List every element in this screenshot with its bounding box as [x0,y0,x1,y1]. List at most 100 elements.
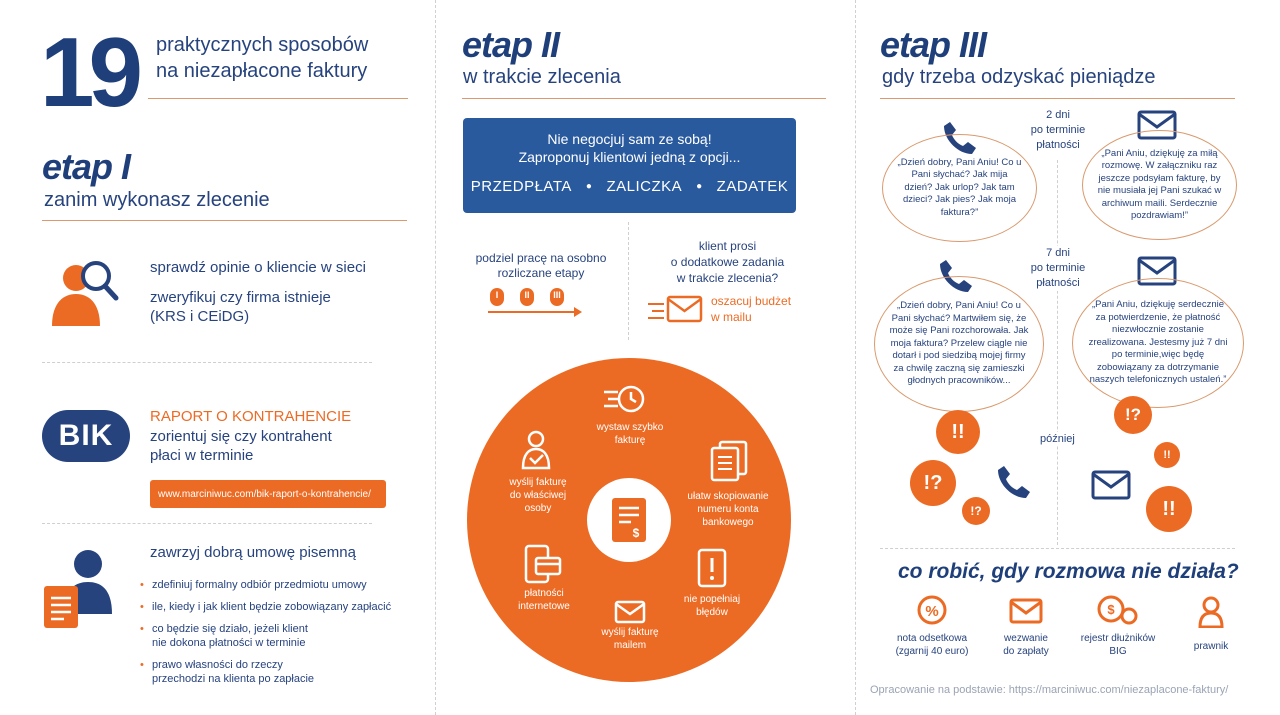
mail-bubble-1: „Pani Aniu, dziękuję za miłą rozmowę. W … [1082,130,1237,240]
time-2-days: 2 dni po terminie płatności [1018,108,1098,153]
divider [148,98,408,99]
person-check-icon [520,430,552,470]
option-advance: ZALICZKA [606,178,683,195]
tip-copy-account: ułatw skopiowanie numeru konta bankowego [687,491,769,528]
extra-tasks-line3: w trakcie zlecenia? [676,271,779,285]
contract-bullet: zdefiniuj formalny odbiór przedmiotu umo… [140,578,410,592]
person-search-icon [50,256,122,328]
tip-online-payments: płatności internetowe [518,588,570,612]
divider [880,98,1235,99]
extra-tasks-line1: klient prosi [698,239,757,253]
divider [628,222,629,340]
divider [1057,160,1058,545]
option-prepayment: PRZEDPŁATA [470,178,572,195]
header-title-line1: praktycznych sposobów [156,34,369,56]
bik-logo-text: BIK [58,419,114,452]
divider [42,362,372,363]
options-row: PRZEDPŁATA ● ZALICZKA ● ZADATEK [463,178,796,195]
call-bubble-2: „Dzień dobry, Pani Aniu! Co u Pani słych… [874,276,1044,412]
svg-text:$: $ [1107,602,1115,617]
negotiation-box: Nie negocjuj sam ze sobą! Zaproponuj kli… [463,118,796,213]
split-work-line2: rozliczane etapy [497,266,585,280]
divider [42,523,372,524]
mail-bubble-2: „Pani Aniu, dziękuję serdecznie za potwi… [1072,278,1244,408]
percent-icon: % [916,594,948,626]
contract-bullet: prawo własności do rzeczy przechodzi na … [140,658,410,686]
envelope-icon [1091,470,1131,500]
etap1-title: etap I [42,146,131,187]
header-title-line2: na niezapłacone faktury [156,60,368,82]
dot-separator: ● [696,181,703,192]
warning-badge: !! [1154,442,1180,468]
time-7-days: 7 dni po terminie płatności [1018,246,1098,291]
clock-fast-icon [602,384,646,414]
negotiation-line1: Nie negocjuj sam ze sobą! [547,131,712,147]
etap2-subtitle: w trakcie zlecenia [463,66,621,88]
center-invoice-disc: $ [587,478,671,562]
svg-text:$: $ [633,526,640,540]
warning-badge: !? [962,497,990,525]
later-label: później [1040,432,1075,446]
etap3-title: etap III [880,24,987,65]
tip-no-mistakes: nie popełniaj błędów [683,594,741,618]
report-line1: zorientuj się czy kontrahent [150,428,332,445]
big-number: 19 [40,17,143,127]
column-divider [435,0,436,715]
report-link-text: www.marciniwuc.com/bik-raport-o-kontrahe… [158,488,371,500]
split-work-line1: podziel pracę na osobno [475,251,607,265]
stages-timeline-icon [486,286,586,320]
dot-separator: ● [585,181,593,192]
etap2-title: etap II [462,24,560,65]
report-line2: płaci w terminie [150,447,254,464]
envelope-icon [614,600,646,624]
stage-label: I [495,290,499,300]
check-opinions: sprawdź opinie o kliencie w sieci [150,259,366,276]
warning-doc-icon [696,548,728,588]
tip-right-person: wyślij fakturę do właściwej osoby [509,477,567,514]
etap1-subtitle: zanim wykonasz zlecenie [44,189,270,211]
copy-docs-icon [710,440,748,482]
negotiation-line2: Zaproponuj klientowi jedną z opcji... [518,149,741,165]
verify-company-registries: (KRS i CEiDG) [150,308,250,325]
action-interest-note: nota odsetkowa (zgarnij 40 euro) [895,633,969,657]
warning-badge: !! [1146,486,1192,532]
divider [880,548,1235,549]
coins-icon: $ [1096,594,1140,626]
contract-bullets: zdefiniuj formalny odbiór przedmiotu umo… [140,578,410,694]
tip-email-invoice: wyślij fakturę mailem [601,627,659,651]
tip-fast-invoice: wystaw szybko fakturę [596,422,664,446]
fast-mail-icon [646,294,704,324]
etap3-subtitle: gdy trzeba odzyskać pieniądze [882,66,1156,88]
warning-badge: !! [936,410,980,454]
action-debtor-registry: rejestr dłużników BIG [1080,633,1156,657]
estimate-budget-line2: w mailu [711,310,752,324]
stage-label: II [524,290,530,300]
contract-title: zawrzyj dobrą umowę pisemną [150,544,356,561]
column-divider [855,0,856,715]
question-heading: co robić, gdy rozmowa nie działa? [898,560,1239,583]
action-lawyer: prawnik [1193,641,1229,652]
extra-tasks-line2: o dodatkowe zadania [670,255,785,269]
contract-bullet: ile, kiedy i jak klient będzie zobowiąza… [140,600,410,614]
action-payment-demand: wezwanie do zapłaty [1003,633,1049,657]
report-link[interactable]: www.marciniwuc.com/bik-raport-o-kontrahe… [150,480,386,508]
contract-bullet: co będzie się działo, jeżeli klient nie … [140,622,410,650]
option-deposit: ZADATEK [716,178,789,195]
report-title: RAPORT O KONTRAHENCIE [150,408,352,425]
divider [462,98,826,99]
svg-text:%: % [925,603,938,620]
envelope-icon [1009,598,1043,624]
verify-company: zweryfikuj czy firma istnieje [150,289,331,306]
stage-label: III [553,290,561,300]
warning-badge: !? [910,460,956,506]
bik-logo: BIK [42,410,130,462]
phone-icon [996,464,1032,500]
online-payment-icon [522,544,562,584]
contract-person-icon [42,548,114,630]
source-note: Opracowanie na podstawie: https://marcin… [870,684,1229,696]
divider [42,220,407,221]
invoice-icon: $ [612,498,646,542]
estimate-budget-line1: oszacuj budżet [711,294,792,308]
person-icon [1198,596,1224,628]
warning-badge: !? [1114,396,1152,434]
